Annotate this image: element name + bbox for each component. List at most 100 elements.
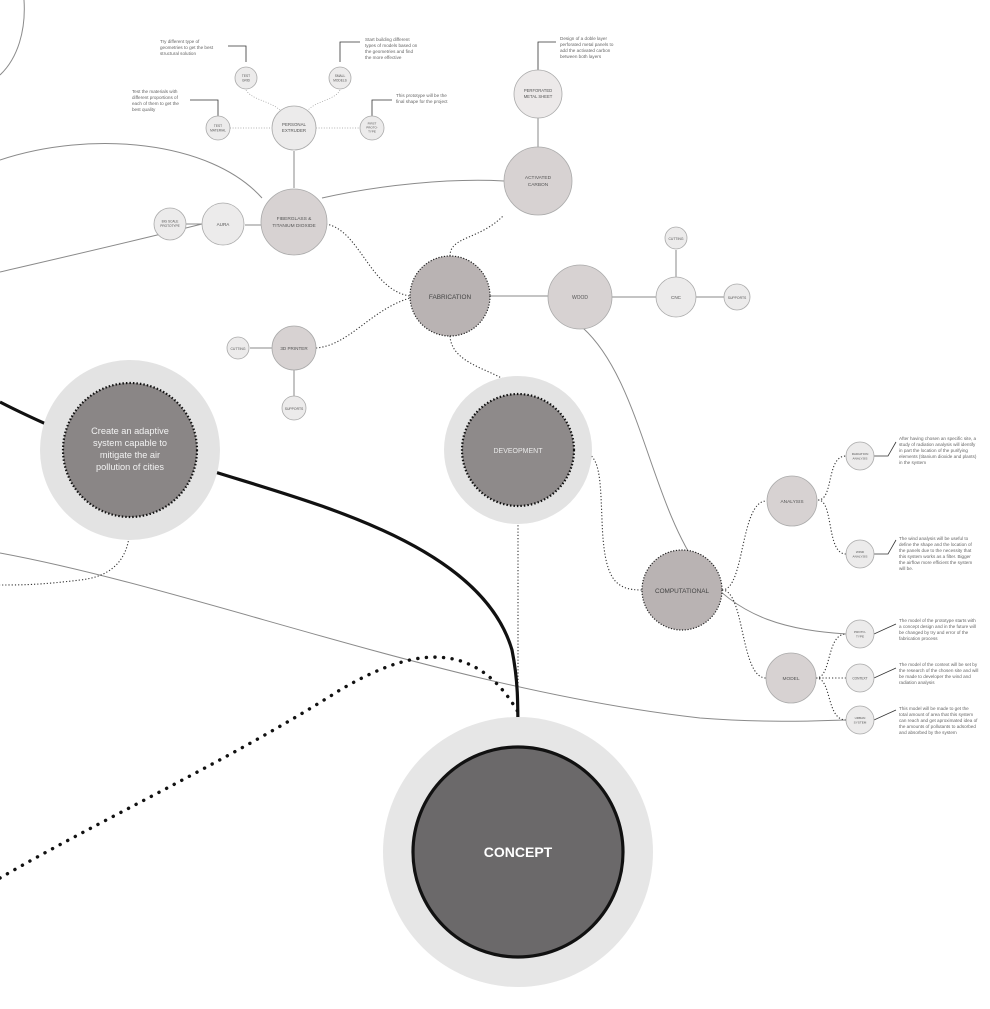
prototype-model-circle bbox=[845, 619, 875, 649]
concept-node[interactable]: CONCEPT bbox=[383, 717, 653, 987]
wood-label: WOOD bbox=[572, 295, 588, 301]
link-fabrication-carbon bbox=[449, 214, 505, 257]
printer-3d-node[interactable]: 3D PRINTER bbox=[271, 325, 317, 371]
printer-supports-node[interactable]: SUPPORTS bbox=[281, 395, 307, 421]
link-testgrid-extruder bbox=[245, 89, 281, 111]
urban-system-node[interactable]: URBAN SYSTEM bbox=[845, 705, 875, 735]
cnc-node[interactable]: CNC bbox=[655, 276, 697, 318]
perforated-sheet-node[interactable]: PERFORATED METAL SHEET bbox=[513, 69, 563, 119]
link-analysis-wind bbox=[817, 499, 847, 555]
note-test-grid-line-1: Try different type of bbox=[160, 39, 200, 44]
wind-analysis-node[interactable]: WIND ANALYSIS bbox=[845, 539, 875, 569]
concept-label: CONCEPT bbox=[484, 844, 553, 860]
test-material-line-2: MATERIAL bbox=[210, 129, 226, 133]
link-fiberglass-carbon bbox=[321, 179, 505, 199]
note-context: The model of the context will be set by … bbox=[899, 662, 978, 685]
context-model-node[interactable]: CONTEXT bbox=[845, 663, 875, 693]
fiberglass-circle bbox=[260, 188, 328, 256]
link-3dprinter-fabrication bbox=[315, 297, 411, 349]
fabrication-node[interactable]: FABRICATION bbox=[409, 255, 491, 337]
test-grid-line-2: GRID bbox=[242, 79, 251, 83]
leader-prototype bbox=[873, 623, 897, 635]
aura-circle bbox=[201, 202, 245, 246]
first-prototype-line-3: TYPE bbox=[368, 130, 376, 134]
big-scale-line-2: PROTOTYPE bbox=[160, 224, 180, 228]
fiberglass-node[interactable]: FIBERGLASS & TITANIUM DIOXIDE bbox=[260, 188, 328, 256]
computational-node[interactable]: COMPUTATIONAL bbox=[641, 549, 723, 631]
fiberglass-line-2: TITANIUM DIOXIDE bbox=[272, 223, 315, 229]
printer-cutting-node[interactable]: CUTTING bbox=[226, 336, 250, 360]
fabrication-circle bbox=[409, 255, 491, 337]
cnc-supports-node[interactable]: SUPPORTS bbox=[723, 283, 751, 311]
note-test-material-line-1: Test the materials with bbox=[132, 89, 178, 94]
development-circle bbox=[460, 392, 576, 508]
note-context-line-4: radiation analysis bbox=[899, 680, 935, 685]
analysis-circle bbox=[766, 475, 818, 527]
analysis-node[interactable]: ANALYSIS bbox=[766, 475, 818, 527]
small-models-line-2: MODELS bbox=[333, 79, 346, 83]
wood-node[interactable]: WOOD bbox=[547, 264, 613, 330]
model-circle bbox=[765, 652, 817, 704]
personal-extruder-node[interactable]: PERSONAL EXTRUDER bbox=[271, 105, 317, 151]
frame-arc bbox=[0, 0, 25, 76]
note-wind-line-3: the panels due to the necessity that bbox=[899, 548, 972, 553]
goal-line-3: mitigate the air bbox=[100, 450, 160, 460]
test-grid-circle bbox=[234, 66, 258, 90]
leader-first-prototype bbox=[371, 99, 392, 116]
development-node[interactable]: DEVEOPMENT bbox=[444, 376, 592, 524]
note-perforated-sheet: Design of a doble layer perforated metal… bbox=[560, 36, 614, 59]
model-node[interactable]: MODEL bbox=[765, 652, 817, 704]
big-scale-node[interactable]: BIG SCALE PROTOTYPE bbox=[153, 207, 187, 241]
cnc-supports-circle bbox=[723, 283, 751, 311]
radiation-analysis-node[interactable]: RADIATION ANALYSIS bbox=[845, 441, 875, 471]
wood-circle bbox=[547, 264, 613, 330]
note-prototype-line-2: a concept design and in the future will bbox=[899, 624, 976, 629]
goal-line-1: Create an adaptive bbox=[91, 426, 169, 436]
computational-label: COMPUTATIONAL bbox=[655, 588, 710, 595]
note-perforated-sheet-line-2: perforated metal panels to bbox=[560, 42, 614, 47]
link-analysis-radiation bbox=[817, 455, 847, 501]
first-prototype-node[interactable]: FIRST PROTO- TYPE bbox=[359, 115, 385, 141]
printer-cutting-label: CUTTING bbox=[230, 347, 245, 351]
link-smallmodels-extruder bbox=[307, 89, 341, 111]
activated-carbon-circle bbox=[503, 146, 573, 216]
radiation-analysis-line-2: ANALYSIS bbox=[853, 457, 868, 461]
nodes: CONCEPT Create an adaptive system capabl… bbox=[40, 66, 875, 987]
activated-carbon-line-1: ACTIVATED bbox=[525, 175, 552, 181]
note-radiation-line-4: elements (titanium dioxide and plants) bbox=[899, 454, 977, 459]
cnc-cutting-circle bbox=[664, 226, 688, 250]
note-prototype-line-4: fabrication process bbox=[899, 636, 938, 641]
goal-node[interactable]: Create an adaptive system capable to mit… bbox=[40, 360, 220, 540]
urban-system-line-2: SYSTEM bbox=[854, 721, 867, 725]
note-context-line-3: be made to developer the wind and bbox=[899, 674, 971, 679]
goal-line-2: system capable to bbox=[93, 438, 167, 448]
note-urban-line-4: the amounts of pollutants to adsorbed bbox=[899, 724, 976, 729]
fabrication-label: FABRICATION bbox=[429, 294, 472, 301]
test-material-node[interactable]: TEST MATERIAL bbox=[205, 115, 231, 141]
cnc-label: CNC bbox=[671, 295, 682, 300]
small-models-node[interactable]: SMALL MODELS bbox=[328, 66, 352, 90]
leader-urban bbox=[873, 709, 897, 721]
small-models-line-1: SMALL bbox=[335, 74, 346, 78]
note-urban-line-1: This model will be made to get the bbox=[899, 706, 969, 711]
test-grid-node[interactable]: TEST GRID bbox=[234, 66, 258, 90]
aura-label: AURA bbox=[217, 222, 231, 227]
printer-3d-circle bbox=[271, 325, 317, 371]
computational-circle bbox=[641, 549, 723, 631]
aura-node[interactable]: AURA bbox=[201, 202, 245, 246]
prototype-model-node[interactable]: PROTO- TYPE bbox=[845, 619, 875, 649]
note-radiation-line-2: study of radiation analysis will identif… bbox=[899, 442, 976, 447]
activated-carbon-node[interactable]: ACTIVATED CARBON bbox=[503, 146, 573, 216]
small-models-circle bbox=[328, 66, 352, 90]
concept-circle bbox=[411, 745, 625, 959]
link-left-to-urban bbox=[0, 552, 847, 722]
cnc-cutting-node[interactable]: CUTTING bbox=[664, 226, 688, 250]
note-wind-line-5: the airflow more efficient the system bbox=[899, 560, 972, 565]
note-first-prototype-line-1: This prototype will be the bbox=[396, 93, 447, 98]
note-context-line-1: The model of the context will be set by bbox=[899, 662, 978, 667]
personal-extruder-line-1: PERSONAL bbox=[282, 122, 306, 127]
leader-perforated-sheet bbox=[537, 41, 556, 70]
printer-supports-label: SUPPORTS bbox=[285, 407, 304, 411]
link-dotted-heavy bbox=[0, 655, 520, 880]
